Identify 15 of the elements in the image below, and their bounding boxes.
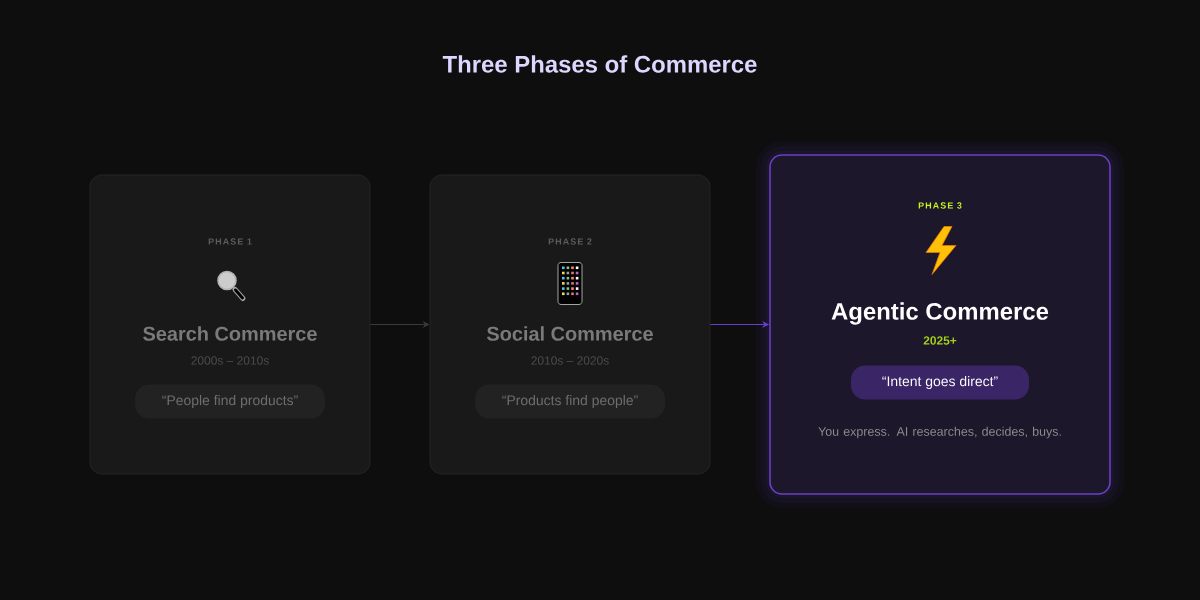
description: You express. AI researches, decides, buys. — [818, 426, 1061, 439]
phase-title: Search Commerce — [143, 326, 317, 341]
phase-label: PHASE 1 — [208, 238, 252, 245]
phase-label: PHASE 3 — [918, 202, 962, 209]
phase-label: PHASE 2 — [548, 238, 592, 245]
quote-pill: “Intent goes direct” — [851, 365, 1029, 400]
phase-card — [89, 174, 371, 475]
phase-title: Social Commerce — [486, 326, 653, 341]
phase-card — [769, 154, 1111, 495]
phase-card — [429, 174, 711, 475]
year-range: 2025+ — [923, 336, 957, 345]
title: Three Phases of Commerce — [442, 55, 757, 73]
quote-pill: “Products find people” — [475, 384, 665, 419]
phase-title: Agentic Commerce — [831, 302, 1049, 325]
quote-pill: “People find products” — [135, 384, 325, 419]
